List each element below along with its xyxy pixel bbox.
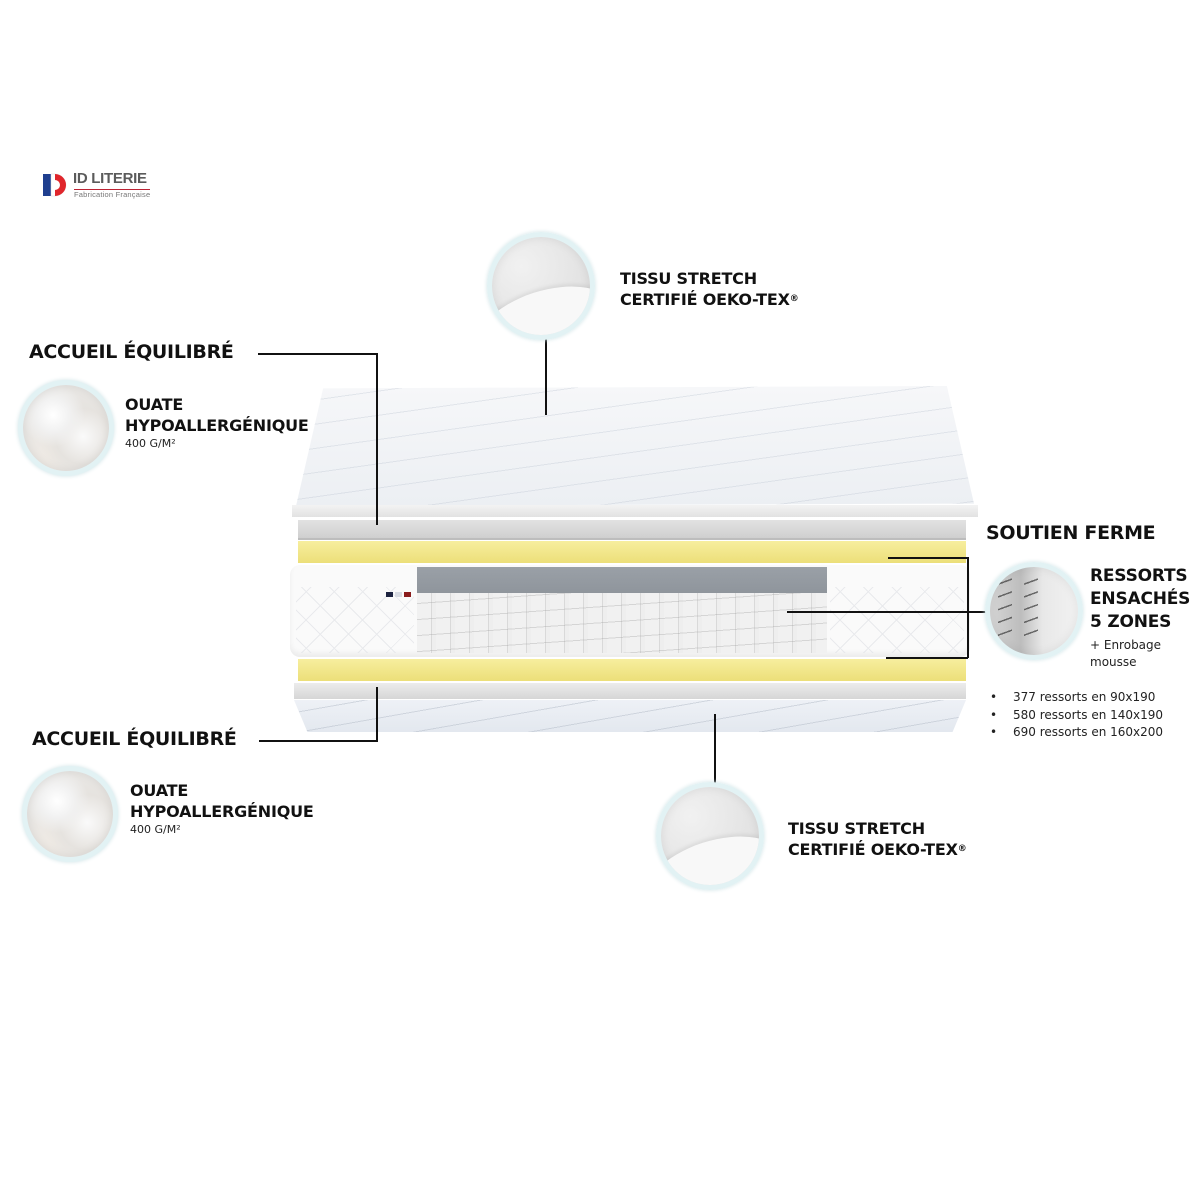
bottom-comfort-heading: ACCUEIL ÉQUILIBRÉ <box>32 728 237 750</box>
flag-label-icon <box>386 592 411 597</box>
support-label: RESSORTS ENSACHÉS 5 ZONES <box>1090 566 1191 632</box>
leader-line-support <box>888 557 968 559</box>
pocket-springs <box>417 593 827 653</box>
bottom-fabric-panel <box>294 700 966 732</box>
fabric-swatch-icon <box>656 782 764 890</box>
bottom-foam-layer <box>298 659 966 681</box>
top-fabric-label: TISSU STRETCH CERTIFIÉ OEKO-TEX® <box>620 269 799 309</box>
pocket-spring-core <box>290 565 970 657</box>
leader-line-bottom-comfort <box>259 740 378 742</box>
top-fabric-panel <box>296 386 974 506</box>
pocket-springs-icon <box>985 562 1083 660</box>
top-panel-edge <box>292 505 978 517</box>
support-extra: + Enrobage mousse <box>1090 638 1162 669</box>
bottom-comfort-weight: 400 G/M² <box>130 823 181 836</box>
foam-encasement-band <box>417 567 827 593</box>
french-flag-d-icon <box>43 173 67 197</box>
brand-tagline: Fabrication Française <box>74 189 151 199</box>
wadding-swatch-icon <box>22 766 118 862</box>
top-wadding-layer <box>298 520 966 540</box>
support-heading: SOUTIEN FERME <box>986 522 1156 544</box>
leader-line-top-comfort <box>258 353 378 355</box>
top-comfort-weight: 400 G/M² <box>125 437 176 450</box>
wadding-swatch-icon <box>18 380 114 476</box>
spring-count-list: 377 ressorts en 90x190 580 ressorts en 1… <box>986 689 1163 742</box>
brand-logo: ID LITERIE Fabrication Française <box>43 170 163 204</box>
bottom-wadding-layer <box>294 683 966 699</box>
top-comfort-label: OUATE HYPOALLERGÉNIQUE <box>125 395 309 435</box>
brand-name: ID LITERIE <box>73 170 147 187</box>
spring-count-item: 580 ressorts en 140x190 <box>986 707 1163 725</box>
bottom-fabric-label: TISSU STRETCH CERTIFIÉ OEKO-TEX® <box>788 819 967 859</box>
spring-count-item: 377 ressorts en 90x190 <box>986 689 1163 707</box>
bottom-comfort-label: OUATE HYPOALLERGÉNIQUE <box>130 781 314 821</box>
leader-line-bottom-fabric <box>714 714 716 784</box>
spring-count-item: 690 ressorts en 160x200 <box>986 724 1163 742</box>
leader-line-top-fabric <box>545 330 547 415</box>
top-foam-layer <box>298 541 966 563</box>
top-comfort-heading: ACCUEIL ÉQUILIBRÉ <box>29 341 234 363</box>
fabric-swatch-icon <box>487 232 595 340</box>
